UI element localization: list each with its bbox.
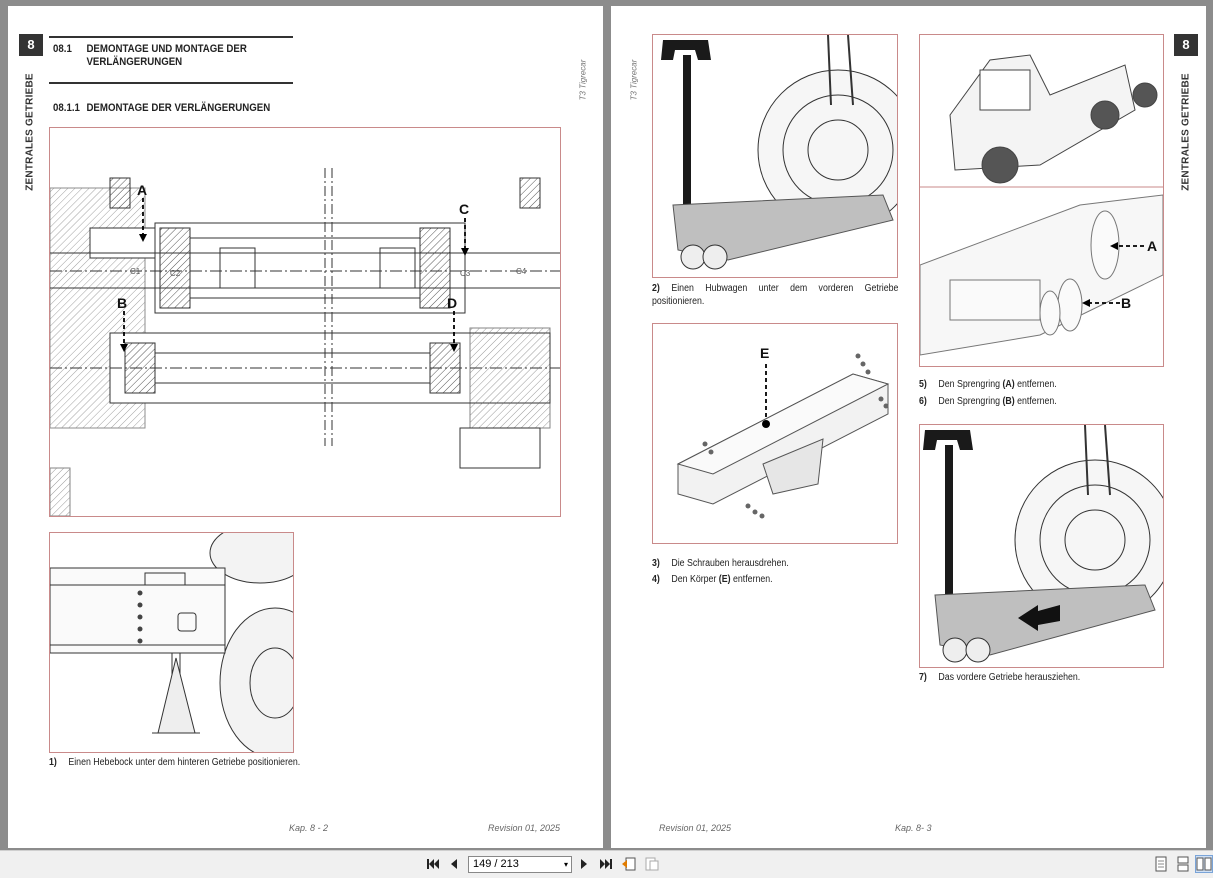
step-7: 7)Das vordere Getriebe herausziehen. xyxy=(919,672,1081,683)
previous-page-icon xyxy=(451,859,457,869)
footer-revision-right: Revision 01, 2025 xyxy=(659,823,732,833)
next-page-icon xyxy=(581,859,587,869)
footer-page-left: Kap. 8 - 2 xyxy=(289,823,329,833)
label-b: B xyxy=(117,295,127,311)
cross-section-drawing: A C B D C1 C2 C3 C4 xyxy=(50,168,560,516)
label-c4: C4 xyxy=(516,267,527,276)
step-5: 5)Den Sprengring (A) entfernen. xyxy=(919,379,1057,390)
section-tab: 8 xyxy=(19,34,43,56)
section-title-vertical-right: ZENTRALES GETRIEBE xyxy=(1180,73,1192,191)
next-view-button[interactable] xyxy=(643,855,661,873)
pallet-truck-drawing xyxy=(661,35,897,270)
label-c3: C3 xyxy=(460,269,471,278)
gearbox-body-drawing: E xyxy=(676,345,890,519)
previous-view-button[interactable] xyxy=(620,855,638,873)
label-c: C xyxy=(459,201,469,217)
gearbox-body-figure: E xyxy=(652,323,898,544)
page-indicator: 149 / 213 xyxy=(473,858,519,870)
pallet-truck-figure xyxy=(652,34,898,278)
two-page-view-button[interactable] xyxy=(1195,855,1213,873)
snap-ring-drawing: A B xyxy=(920,54,1163,356)
label-d: D xyxy=(447,295,457,311)
snap-ring-figure: A B xyxy=(919,34,1164,367)
jack-stand-figure xyxy=(49,532,294,753)
single-page-icon xyxy=(1155,856,1167,872)
label-a: A xyxy=(137,182,147,198)
first-page-icon xyxy=(427,859,439,869)
label-c1: C1 xyxy=(130,267,141,276)
section-tab-right: 8 xyxy=(1174,34,1198,56)
label-c2: C2 xyxy=(170,269,181,278)
continuous-view-button[interactable] xyxy=(1174,855,1192,873)
continuous-page-icon xyxy=(1177,856,1189,872)
heading-rule-top xyxy=(49,36,293,38)
page-number-selector[interactable]: 149 / 213 ▾ xyxy=(468,856,572,873)
viewer-toolbar: 149 / 213 ▾ xyxy=(0,850,1213,878)
step-3: 3)Die Schrauben herausdrehen. xyxy=(652,558,789,569)
chevron-down-icon: ▾ xyxy=(563,860,568,869)
right-page: T3 Tigrecar 8 ZENTRALES GETRIEBE 2)Einen… xyxy=(611,6,1206,848)
next-view-icon xyxy=(645,857,659,871)
pull-direction-arrow-icon xyxy=(1018,605,1060,631)
extension-cross-section-figure: A C B D C1 C2 C3 C4 xyxy=(49,127,561,517)
gearbox-removal-drawing xyxy=(923,425,1163,663)
footer-revision-left: Revision 01, 2025 xyxy=(488,823,561,833)
previous-view-icon xyxy=(622,857,636,871)
label-ring-b: B xyxy=(1121,295,1131,311)
footer-page-right: Kap. 8- 3 xyxy=(895,823,932,833)
gearbox-removal-figure xyxy=(919,424,1164,668)
step-2: 2)Einen Hubwagen unter dem vorderen Getr… xyxy=(652,283,899,307)
first-page-button[interactable] xyxy=(424,855,442,873)
jack-stand-drawing xyxy=(50,533,293,752)
two-page-icon xyxy=(1196,857,1212,871)
model-name-vertical-right: T3 Tigrecar xyxy=(629,59,639,101)
last-page-button[interactable] xyxy=(597,855,615,873)
heading-rule-bottom xyxy=(49,82,293,84)
step-1: 1)Einen Hebebock unter dem hinteren Getr… xyxy=(49,757,301,768)
last-page-icon xyxy=(600,859,612,869)
model-name-vertical: T3 Tigrecar xyxy=(578,59,588,101)
step-4: 4)Den Körper (E) entfernen. xyxy=(652,574,773,585)
single-page-view-button[interactable] xyxy=(1152,855,1170,873)
label-ring-a: A xyxy=(1147,238,1157,254)
label-e: E xyxy=(760,345,769,361)
previous-page-button[interactable] xyxy=(445,855,463,873)
section-title-vertical: ZENTRALES GETRIEBE xyxy=(24,73,36,191)
step-6: 6)Den Sprengring (B) entfernen. xyxy=(919,396,1057,407)
next-page-button[interactable] xyxy=(575,855,593,873)
